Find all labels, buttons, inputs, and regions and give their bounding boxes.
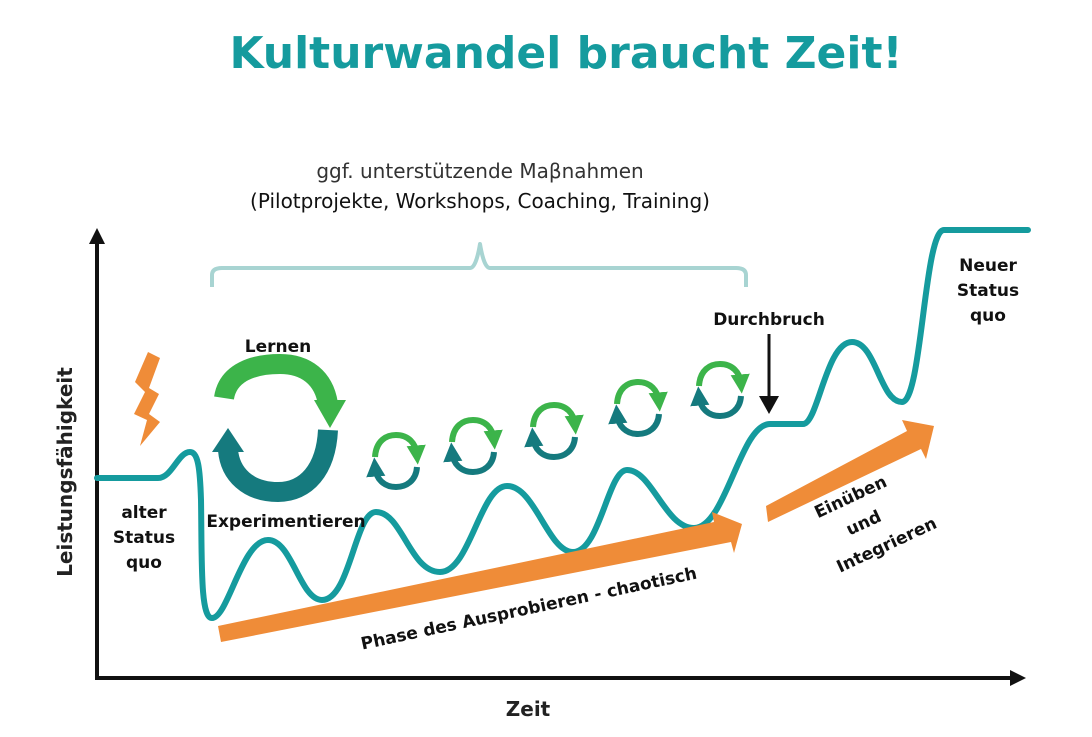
phase-arrow bbox=[218, 512, 742, 642]
svg-text:Status: Status bbox=[113, 528, 175, 548]
y-axis-label: Leistungsfähigkeit bbox=[53, 367, 77, 577]
svg-text:quo: quo bbox=[126, 553, 162, 573]
measures-line-2: (Pilotprojekte, Workshops, Coaching, Tra… bbox=[250, 189, 710, 213]
breakthrough-label: Durchbruch bbox=[713, 310, 825, 330]
svg-text:quo: quo bbox=[970, 306, 1006, 326]
integration-arrow bbox=[766, 420, 934, 522]
small-cycle-icon bbox=[608, 378, 668, 438]
lightning-icon bbox=[134, 352, 160, 446]
page-title: Kulturwandel braucht Zeit! bbox=[229, 28, 902, 79]
big-cycle-green-arrowhead bbox=[314, 400, 346, 428]
breakthrough-arrowhead bbox=[759, 396, 779, 414]
old-status-label: alter Status quo bbox=[113, 503, 175, 573]
big-cycle-teal-arc bbox=[218, 429, 338, 503]
big-cycle-icon bbox=[212, 353, 346, 503]
small-cycle-icon bbox=[443, 416, 503, 476]
svg-text:Status: Status bbox=[957, 281, 1019, 301]
axes bbox=[89, 228, 1026, 686]
cycle-label-lernen: Lernen bbox=[245, 337, 311, 357]
performance-curve bbox=[94, 227, 1031, 621]
cycle-label-experimentieren: Experimentieren bbox=[206, 512, 365, 532]
new-status-label: Neuer Status quo bbox=[957, 256, 1019, 326]
x-axis-label: Zeit bbox=[506, 697, 551, 721]
small-cycle-icon bbox=[524, 401, 584, 461]
svg-text:und: und bbox=[843, 507, 884, 540]
svg-text:Neuer: Neuer bbox=[959, 256, 1017, 276]
small-cycle-icon bbox=[690, 360, 750, 420]
measures-brace bbox=[210, 242, 748, 287]
svg-text:alter: alter bbox=[121, 503, 167, 523]
small-cycle-icon bbox=[366, 431, 426, 491]
measures-line-1: ggf. unterstützende Maβnahmen bbox=[316, 159, 643, 183]
big-cycle-teal-arrowhead bbox=[212, 428, 244, 452]
big-cycle-green-arc bbox=[214, 353, 338, 407]
